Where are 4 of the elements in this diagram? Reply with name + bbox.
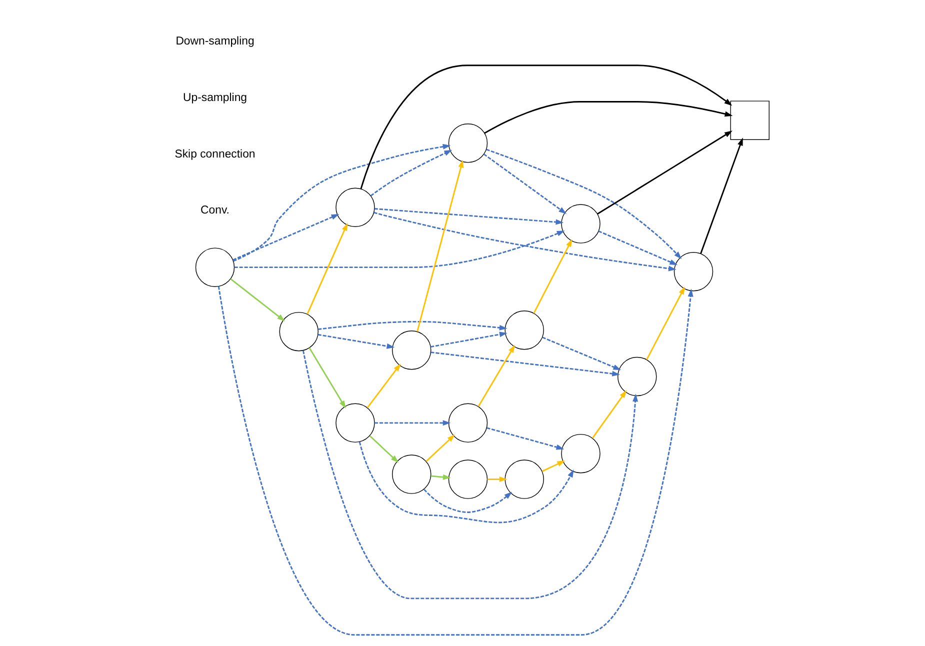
legend-label: Skip connection	[174, 148, 255, 160]
legend-label: Conv.	[200, 204, 229, 217]
legend-label: Down-sampling	[175, 36, 254, 48]
legend-label: Up-sampling	[182, 92, 247, 104]
